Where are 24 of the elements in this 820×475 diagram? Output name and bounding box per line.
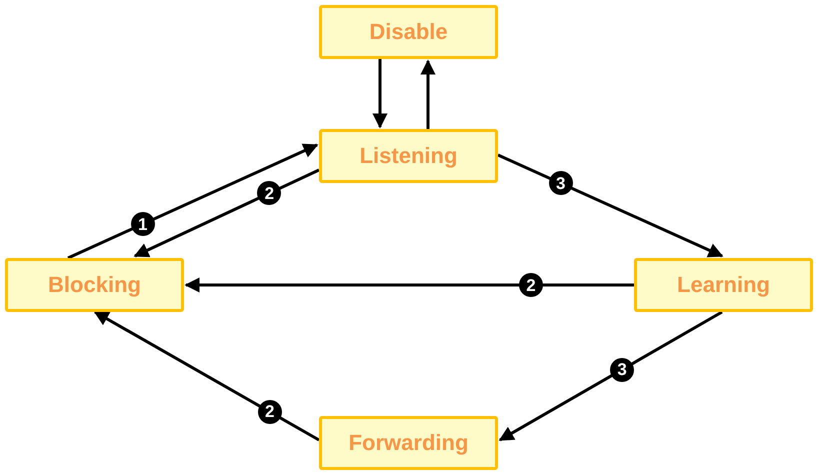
edge-label: 2	[258, 400, 282, 424]
edge-label: 3	[548, 171, 573, 196]
arrow	[420, 60, 436, 129]
state-box	[319, 416, 498, 470]
arrow	[184, 278, 634, 292]
edge-label: 3	[610, 358, 634, 382]
state-label: Disable	[369, 18, 448, 46]
state-label: Forwarding	[348, 429, 468, 457]
arrow	[134, 168, 320, 258]
state-box	[5, 258, 184, 312]
state-box	[319, 5, 498, 59]
state-box	[319, 129, 498, 183]
edge-label: 1	[130, 212, 155, 236]
arrow	[497, 154, 724, 258]
arrow	[67, 144, 318, 260]
state-label: Learning	[677, 271, 770, 299]
arrow	[372, 59, 388, 128]
state-label: Listening	[360, 142, 458, 170]
state-label: Blocking	[48, 271, 141, 299]
edge-label: 2	[257, 181, 282, 206]
state-box	[634, 258, 813, 312]
arrow	[94, 310, 320, 442]
edge-label: 2	[518, 273, 543, 297]
arrow	[498, 310, 723, 442]
